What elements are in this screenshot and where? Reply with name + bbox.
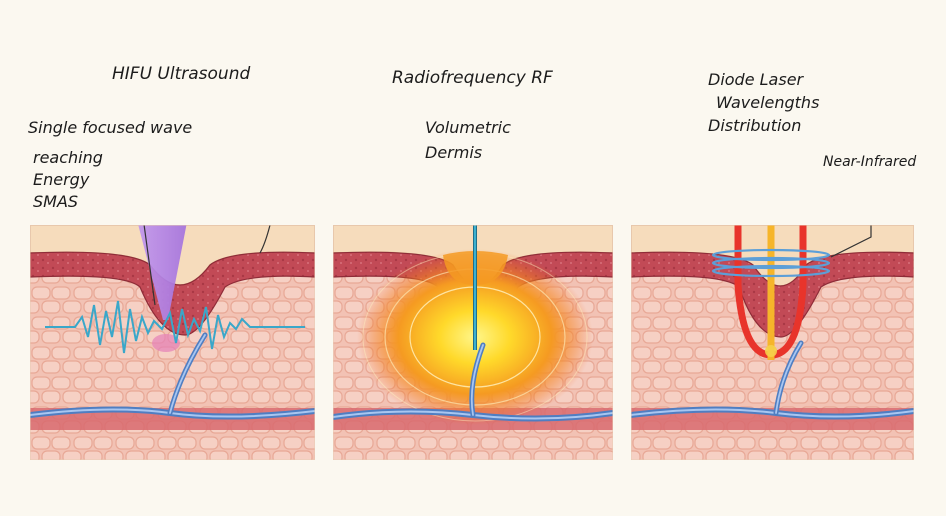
wavelength-ring [711, 248, 831, 262]
rf-annotation-1: Volumetric [425, 118, 511, 137]
hifu-panel [30, 225, 315, 460]
rf-skin-diagram [333, 225, 613, 460]
focal-point [152, 334, 180, 352]
ultrasound-wave [45, 300, 305, 354]
rf-panel [333, 225, 613, 460]
laser-skin-diagram [631, 225, 914, 460]
laser-title-line-2: Wavelengths [716, 93, 820, 112]
laser-annotation-near-infrared: Near-Infrared [823, 154, 917, 170]
rf-title: Radiofrequency RF [392, 68, 553, 88]
laser-title-line-3: Distribution [708, 116, 802, 135]
hifu-skin-diagram [30, 225, 315, 460]
hifu-annotation-3: Energy [33, 170, 90, 189]
hifu-cone [138, 225, 187, 320]
deep-fat [30, 430, 315, 460]
laser-panel [631, 225, 914, 460]
rf-annotation-2: Dermis [425, 143, 483, 162]
hifu-annotation-2: reaching [33, 148, 103, 167]
hifu-annotation-4: SMAS [33, 192, 79, 211]
hifu-annotation-1: Single focused wave [28, 118, 193, 137]
hifu-title: HIFU Ultrasound [112, 64, 251, 84]
laser-title-line-1: Diode Laser [708, 70, 804, 89]
